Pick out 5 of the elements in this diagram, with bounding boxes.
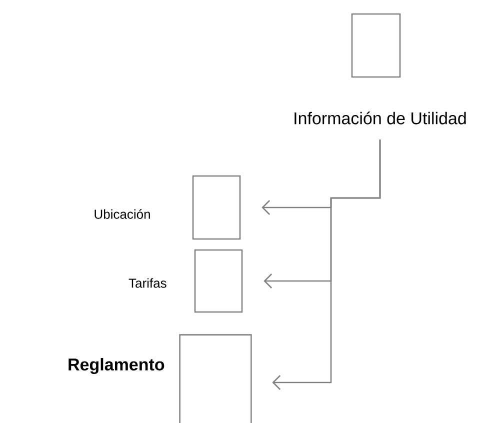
- arrow: [272, 140, 381, 390]
- box-label: Tarifas: [128, 278, 166, 288]
- box-label: Ubicación: [94, 209, 150, 219]
- box-label: Información de Utilidad: [294, 112, 466, 124]
- box-label: Reglamento: [68, 358, 164, 374]
